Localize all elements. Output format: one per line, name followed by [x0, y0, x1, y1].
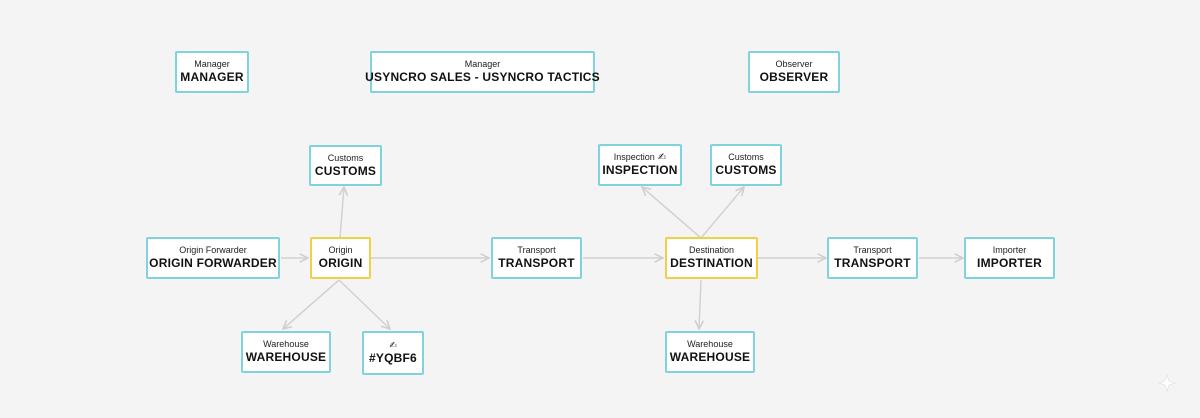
node-inspection[interactable]: Inspection✍ INSPECTION: [598, 144, 682, 186]
node-name-label: #YQBF6: [369, 351, 417, 365]
node-role-row: Inspection✍: [614, 152, 666, 163]
arrow-origin-to-customs: [340, 187, 344, 239]
node-origin-forwarder[interactable]: Origin Forwarder ORIGIN FORWARDER: [146, 237, 280, 279]
arrow-origin-to-warehouse: [283, 279, 340, 329]
node-name-label: ORIGIN: [318, 256, 363, 270]
node-manager[interactable]: Manager MANAGER: [175, 51, 249, 93]
node-role-label: Transport: [853, 245, 892, 255]
node-transport-2[interactable]: Transport TRANSPORT: [827, 237, 918, 279]
sparkle-icon: [1158, 374, 1176, 392]
node-destination[interactable]: Destination DESTINATION: [665, 237, 758, 279]
node-customs-destination[interactable]: Customs CUSTOMS: [710, 144, 782, 186]
pencil-edit-icon[interactable]: ✍: [657, 152, 667, 163]
node-name-label: CUSTOMS: [715, 163, 777, 177]
arrow-origin-to-unnamed: [338, 279, 390, 329]
node-role-label: Warehouse: [687, 339, 733, 349]
node-manager-sales[interactable]: Manager USYNCRO SALES - USYNCRO TACTICS: [365, 51, 600, 93]
node-name-label: DESTINATION: [670, 256, 753, 270]
node-role-label: Inspection: [613, 152, 655, 162]
node-customs-origin[interactable]: Customs CUSTOMS: [309, 145, 382, 186]
node-observer[interactable]: Observer OBSERVER: [748, 51, 840, 93]
node-name-label: MANAGER: [180, 70, 244, 84]
arrow-destination-to-inspection: [642, 187, 702, 239]
node-role-label: Destination: [688, 245, 735, 255]
node-name-label: ORIGIN FORWARDER: [149, 256, 277, 270]
node-name-label: INSPECTION: [602, 163, 678, 177]
node-name-label: OBSERVER: [759, 70, 829, 84]
node-name-label: TRANSPORT: [498, 256, 575, 270]
node-role-label: Observer: [775, 59, 813, 69]
node-name-label: USYNCRO SALES - USYNCRO TACTICS: [365, 70, 600, 84]
node-yqbf6[interactable]: ✍ #YQBF6: [362, 331, 424, 375]
node-role-label: Customs: [728, 152, 764, 162]
arrow-destination-to-customs: [700, 187, 744, 239]
node-warehouse-origin[interactable]: Warehouse WAREHOUSE: [241, 331, 331, 373]
node-role-label: Warehouse: [263, 339, 309, 349]
node-role-label: Transport: [517, 245, 556, 255]
node-role-label: Origin Forwarder: [179, 245, 247, 255]
node-role-label: Importer: [992, 245, 1027, 255]
node-role-label: Manager: [464, 59, 501, 69]
node-origin[interactable]: Origin ORIGIN: [310, 237, 371, 279]
node-role-label: Origin: [328, 245, 353, 255]
arrow-destination-to-warehouse: [699, 279, 701, 329]
node-importer[interactable]: Importer IMPORTER: [964, 237, 1055, 279]
node-transport-1[interactable]: Transport TRANSPORT: [491, 237, 582, 279]
pencil-edit-icon[interactable]: ✍: [389, 340, 397, 350]
node-name-label: WAREHOUSE: [669, 350, 751, 364]
node-warehouse-destination[interactable]: Warehouse WAREHOUSE: [665, 331, 755, 373]
node-name-label: CUSTOMS: [314, 163, 377, 178]
node-role-label: Manager: [194, 59, 230, 69]
node-role-label: Customs: [327, 152, 364, 163]
node-name-label: WAREHOUSE: [245, 350, 327, 364]
node-name-label: TRANSPORT: [834, 256, 911, 270]
node-name-label: IMPORTER: [977, 256, 1042, 270]
